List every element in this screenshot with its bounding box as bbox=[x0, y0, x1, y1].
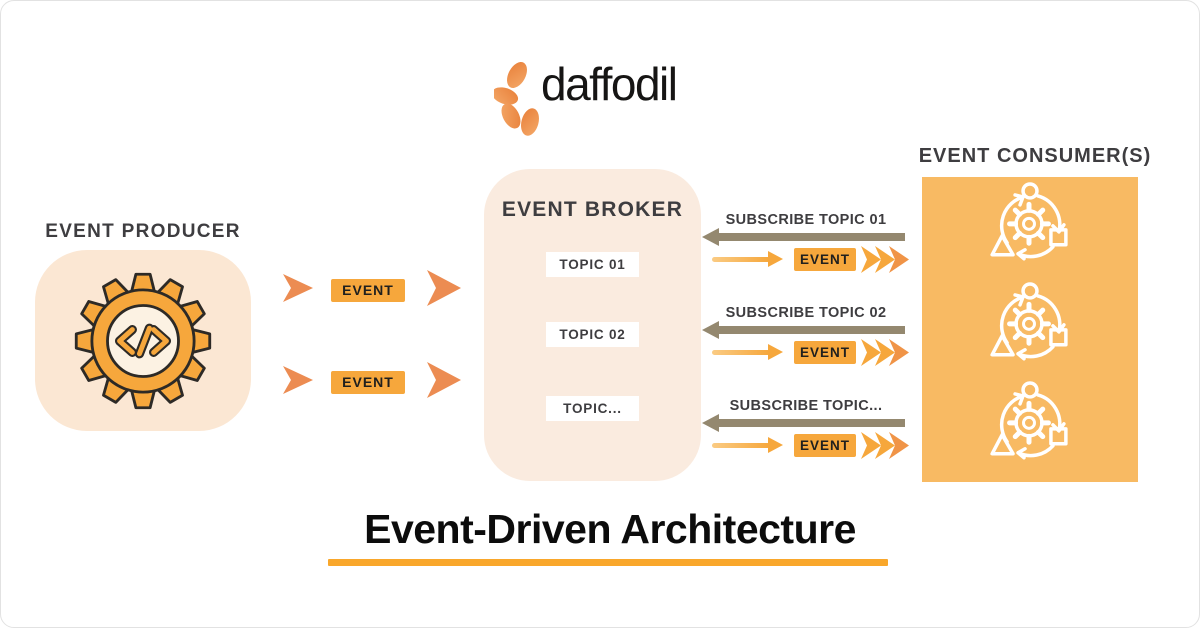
event-label: EVENT bbox=[794, 341, 856, 364]
logo-wordmark: daffodil bbox=[541, 58, 678, 110]
event-arrow bbox=[712, 443, 770, 448]
consumer-heading: EVENT CONSUMER(S) bbox=[918, 145, 1152, 167]
daffodil-flower-icon bbox=[494, 62, 539, 136]
triple-chevron-icon bbox=[861, 432, 909, 459]
event-arrow bbox=[712, 257, 770, 262]
subscribe-arrow bbox=[715, 233, 905, 241]
subscribe-arrowhead-icon bbox=[702, 414, 719, 432]
daffodil-logo: daffodil bbox=[494, 58, 678, 136]
page-title: Event-Driven Architecture bbox=[364, 506, 856, 552]
subscribe-arrow bbox=[715, 419, 905, 427]
subscribe-label: SUBSCRIBE TOPIC... bbox=[729, 398, 883, 414]
event-label: EVENT bbox=[794, 248, 856, 271]
event-label: EVENT bbox=[331, 279, 405, 302]
consumer-process-icon bbox=[990, 182, 1068, 261]
broker-heading: EVENT BROKER bbox=[501, 198, 684, 221]
event-arrowhead-icon bbox=[768, 344, 783, 360]
flow-arrow-icon bbox=[283, 366, 313, 394]
event-label: EVENT bbox=[331, 371, 405, 394]
flow-arrow-icon bbox=[283, 274, 313, 302]
subscribe-label: SUBSCRIBE TOPIC 02 bbox=[725, 305, 887, 321]
triple-chevron-icon bbox=[861, 246, 909, 273]
subscription-row: SUBSCRIBE TOPIC 02 EVENT bbox=[700, 303, 912, 373]
subscribe-arrow bbox=[715, 326, 905, 334]
title-underline bbox=[328, 559, 888, 566]
consumer-process-icon bbox=[990, 281, 1068, 361]
gear-teeth bbox=[74, 272, 212, 409]
triple-chevron-icon bbox=[861, 339, 909, 366]
producer-box bbox=[35, 250, 251, 431]
gear-code-icon bbox=[74, 272, 212, 409]
flow-arrow-icon bbox=[427, 270, 461, 306]
producer-heading: EVENT PRODUCER bbox=[45, 221, 241, 242]
broker-box: EVENT BROKER TOPIC 01 TOPIC 02 TOPIC... bbox=[484, 169, 701, 481]
event-arrow bbox=[712, 350, 770, 355]
flow-arrow-icon bbox=[427, 362, 461, 398]
subscribe-label: SUBSCRIBE TOPIC 01 bbox=[725, 212, 887, 228]
subscribe-arrowhead-icon bbox=[702, 228, 719, 246]
consumer-box bbox=[922, 177, 1138, 482]
event-arrowhead-icon bbox=[768, 437, 783, 453]
event-label: EVENT bbox=[794, 434, 856, 457]
event-arrowhead-icon bbox=[768, 251, 783, 267]
topic-item: TOPIC 02 bbox=[546, 322, 639, 347]
consumer-process-icon bbox=[990, 381, 1068, 460]
topic-item: TOPIC 01 bbox=[546, 252, 639, 277]
subscription-row: SUBSCRIBE TOPIC 01 EVENT bbox=[700, 210, 912, 280]
code-glyph bbox=[117, 325, 169, 356]
subscription-row: SUBSCRIBE TOPIC... EVENT bbox=[700, 396, 912, 466]
subscribe-arrowhead-icon bbox=[702, 321, 719, 339]
topic-item: TOPIC... bbox=[546, 396, 639, 421]
